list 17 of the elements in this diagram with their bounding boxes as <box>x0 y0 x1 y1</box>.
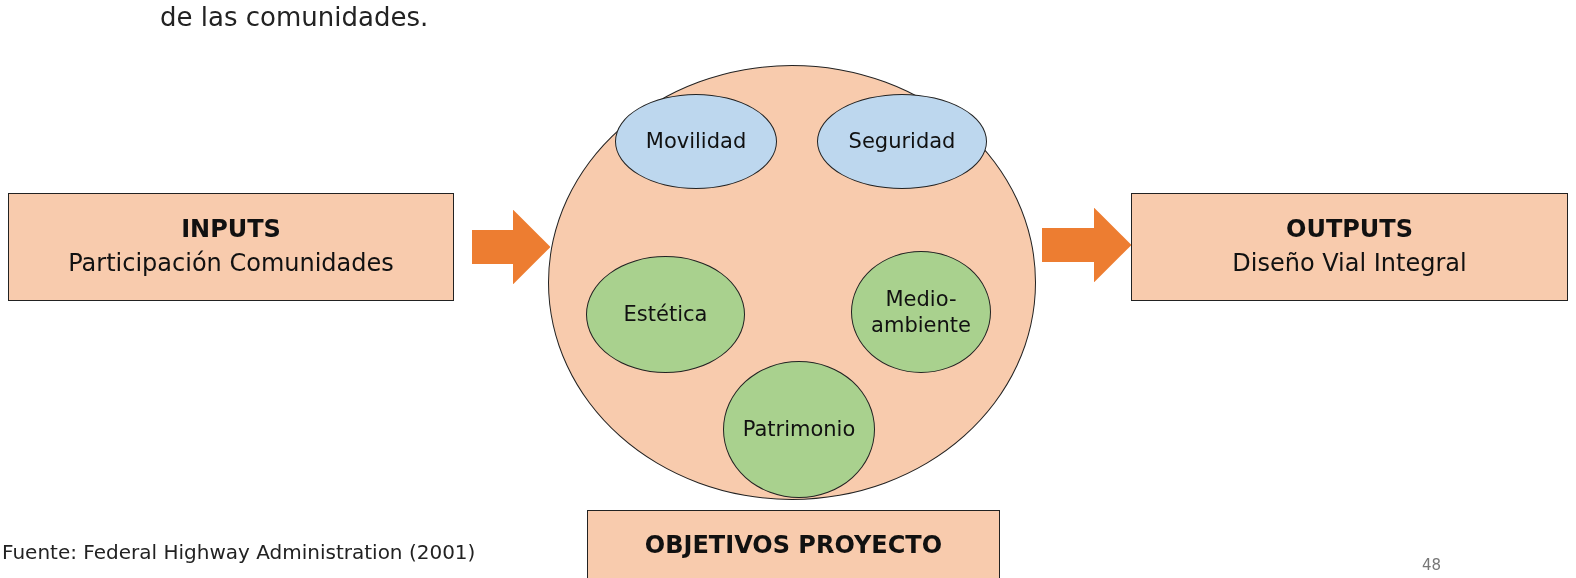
goal-ellipse: Patrimonio <box>723 361 875 498</box>
block-arrow <box>1042 207 1132 283</box>
continued-text: de las comunidades. <box>160 2 429 32</box>
source-note: Fuente: Federal Highway Administration (2001) <box>2 540 476 564</box>
goal-ellipse: Estética <box>586 256 745 373</box>
box-heading: OUTPUTS <box>1286 214 1413 246</box>
goal-ellipse: Seguridad <box>817 94 987 189</box>
box-heading: INPUTS <box>181 214 281 246</box>
box-text: Participación Comunidades <box>68 248 394 279</box>
block-arrow <box>472 209 551 285</box>
box-text: Diseño Vial Integral <box>1232 248 1467 279</box>
goal-ellipse: Medio- ambiente <box>851 251 991 373</box>
output-box <box>1131 193 1568 301</box>
goal-ellipse: Movilidad <box>615 94 777 189</box>
input-box <box>8 193 454 301</box>
caption-box: OBJETIVOS PROYECTO <box>587 510 1000 578</box>
page-number: 48 <box>1422 556 1442 574</box>
